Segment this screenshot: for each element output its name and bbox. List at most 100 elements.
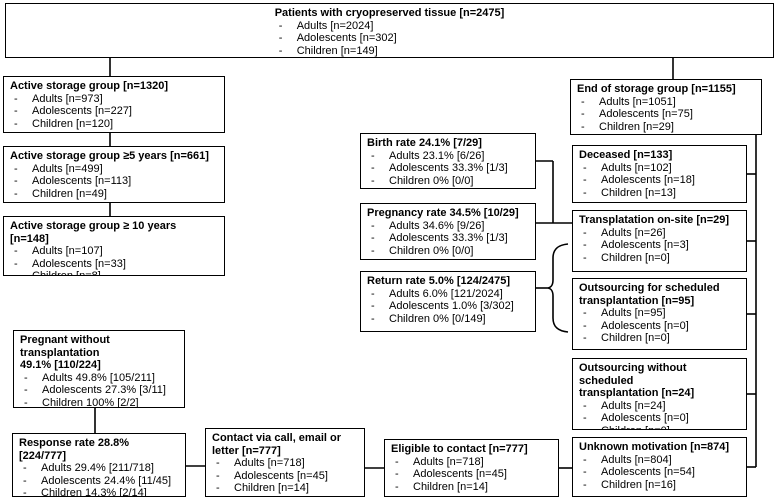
item-text: Adolescents 1.0% [3/302]	[389, 300, 514, 312]
item-text: Children 14.3% [2/14]	[41, 487, 147, 497]
bullet-dash: -	[278, 44, 283, 57]
bullet-dash: -	[14, 187, 18, 200]
bullet-dash: -	[14, 175, 18, 187]
box-eligible-to-contact: Eligible to contact [n=777] -Adults [n=7…	[384, 439, 559, 497]
box-item: - Adolescents [n=33]	[10, 258, 218, 271]
item-text: Adults [n=95]	[601, 307, 666, 319]
box-pregnancy-rate: Pregnancy rate 34.5% [10/29] -Adults 34.…	[360, 203, 536, 260]
item-text: Children [n=149]	[296, 44, 378, 57]
box-item: -Adults [n=107]	[10, 245, 218, 258]
box-title: Active storage group [n=1320]	[10, 80, 169, 92]
item-text: Children 100% [2/2]	[42, 396, 139, 408]
item-text: Children [n=13]	[601, 186, 676, 199]
box-item: - Adults [n=499]	[10, 163, 218, 176]
item-text: Adolescents [n=54]	[601, 466, 695, 478]
box-title: Contact via call, email or letter [n=777…	[212, 432, 341, 457]
box-item: -Children [n=0]	[579, 425, 740, 430]
box-item: -Adults [n=1051]	[577, 96, 755, 109]
bullet-dash: -	[216, 469, 220, 482]
box-item: -Children 100% [2/2]	[20, 396, 178, 408]
item-text: Children [n=0]	[601, 251, 670, 264]
box-item: -Children [n=14]	[391, 481, 552, 494]
box-item: -Adults [n=718]	[212, 457, 358, 470]
box-item: -Children [n=149]	[275, 45, 505, 58]
box-item: - Adolescents [n=54]	[579, 466, 740, 479]
box-active-storage-5y: Active storage group ≥5 years [n=661] - A…	[3, 146, 225, 203]
box-title: Active storage group ≥ 10 years [n=148]	[10, 220, 177, 245]
bullet-dash: -	[14, 270, 18, 276]
box-item: -Adults 34.6% [9/26]	[367, 220, 529, 233]
box-item: -Children [n=0]	[579, 332, 740, 345]
box-item: - Adolescents 27.3% [3/11]	[20, 384, 178, 397]
box-item: -Adults [n=718]	[391, 456, 552, 469]
bullet-dash: -	[583, 466, 587, 478]
bullet-dash: -	[278, 32, 283, 44]
bullet-dash: -	[24, 384, 28, 396]
item-text: Adolescents [n=0]	[601, 412, 689, 424]
item-text: Adolescents [n=18]	[601, 174, 695, 186]
box-item: -Children 14.3% [2/14]	[19, 487, 179, 497]
bullet-dash: -	[371, 232, 375, 244]
item-text: Children [n=49]	[32, 187, 107, 200]
box-item: - Adolescents [n=3]	[579, 239, 740, 252]
box-title: Active storage group ≥5 years [n=661]	[10, 150, 209, 162]
bullet-dash: -	[583, 307, 587, 319]
bullet-dash: -	[583, 399, 587, 412]
item-text: Adults [n=1051]	[599, 95, 676, 108]
item-text: Adolescents [n=33]	[32, 257, 126, 270]
item-text: Children 0% [0/0]	[389, 174, 474, 187]
box-item: -Adults [n=102]	[579, 162, 740, 175]
bullet-dash: -	[583, 453, 587, 466]
box-outsourcing-without: Outsourcing without scheduled transplant…	[572, 358, 747, 430]
item-text: Adolescents [n=0]	[601, 319, 689, 332]
item-text: Adults [n=499]	[32, 162, 103, 175]
box-item: -Adolescents [n=45]	[391, 468, 552, 481]
bullet-dash: -	[216, 482, 220, 494]
box-title: Birth rate 24.1% [7/29]	[367, 137, 482, 149]
box-item: -Adolescents [n=45]	[212, 470, 358, 483]
item-text: Adolescents [n=3]	[601, 239, 689, 251]
item-text: Children 0% [0/149]	[389, 312, 486, 325]
item-text: Children [n=120]	[32, 117, 114, 130]
bullet-dash: -	[395, 468, 399, 480]
item-text: Adolescents 27.3% [3/11]	[42, 384, 166, 396]
item-text: Adults [n=26]	[601, 226, 666, 239]
bullet-dash: -	[14, 257, 18, 270]
box-patients: Patients with cryopreserved tissue [n=24…	[5, 3, 774, 58]
box-item: -Children [n=29]	[577, 121, 755, 134]
bullet-dash: -	[24, 371, 28, 384]
box-item: -Children 0% [0/0]	[367, 175, 529, 188]
box-item: -Children [n=14]	[212, 482, 358, 495]
box-item: - Children 0% [0/149]	[367, 313, 529, 326]
box-title: Pregnant without transplantation 49.1% […	[20, 334, 110, 371]
box-title: Unknown motivation [n=874]	[579, 441, 730, 453]
box-title: End of storage group [n=1155]	[577, 83, 736, 95]
box-title: Deceased [n=133]	[579, 149, 673, 161]
item-text: Adolescents [n=302]	[296, 32, 397, 44]
box-item: - Children [n=0]	[579, 252, 740, 265]
box-title: Outsourcing without scheduled transplant…	[579, 362, 695, 399]
box-title: Response rate 28.8% [224/777]	[19, 437, 130, 462]
bullet-dash: -	[371, 312, 375, 325]
bullet-dash: -	[583, 226, 587, 239]
bullet-dash: -	[371, 162, 375, 174]
item-text: Children [n=14]	[413, 480, 488, 493]
bullet-dash: -	[371, 287, 375, 300]
bullet-dash: -	[583, 239, 587, 251]
box-item: -Adolescents 1.0% [3/302]	[367, 300, 529, 313]
bullet-dash: -	[583, 251, 587, 264]
bullet-dash: -	[371, 219, 375, 232]
item-text: Adolescents 24.4% [11/45]	[41, 474, 172, 487]
box-title: Outsourcing for scheduled transplantatio…	[579, 282, 720, 307]
item-text: Children [n=16]	[601, 478, 676, 491]
box-birth-rate: Birth rate 24.1% [7/29] -Adults 23.1% [6…	[360, 133, 536, 189]
box-item: -Adults 49.8% [105/211]	[20, 372, 178, 385]
bullet-dash: -	[14, 105, 18, 117]
item-text: Adolescents [n=227]	[32, 105, 132, 117]
box-end-of-storage: End of storage group [n=1155] -Adults [n…	[570, 79, 762, 135]
bullet-dash: -	[278, 19, 283, 32]
item-text: Adults [n=24]	[601, 399, 666, 412]
box-outsourcing-scheduled: Outsourcing for scheduled transplantatio…	[572, 278, 747, 350]
bullet-dash: -	[14, 162, 18, 175]
item-text: Adults [n=102]	[601, 161, 672, 174]
